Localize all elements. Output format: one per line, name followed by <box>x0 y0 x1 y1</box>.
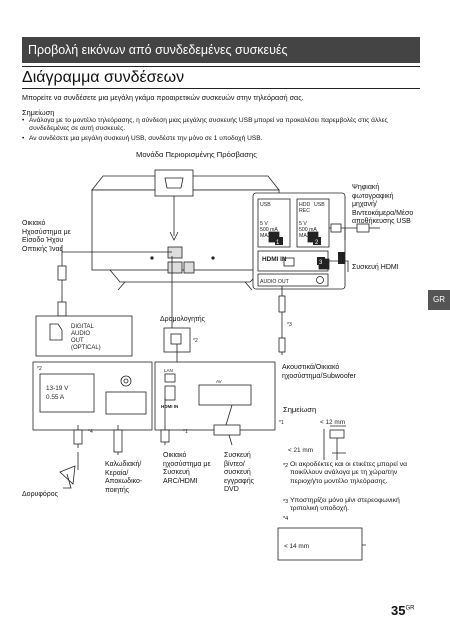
power-rating-label: 13-19 V <box>46 385 69 392</box>
intro-text: Μπορείτε να συνδέσετε μια μεγάλη γκάμα π… <box>22 93 304 102</box>
label-hdmi-device: Συσκευή HDMI <box>352 264 399 271</box>
notes-heading: Σημείωση <box>283 405 317 414</box>
hdmi-arc-label: HDMI IN <box>161 404 178 409</box>
audio-out-port-box <box>257 273 329 287</box>
note-bullet: •Αν συνδέσετε μια μεγάλη συσκευή USB, συ… <box>22 135 263 142</box>
tv-back-panel <box>91 189 280 271</box>
label-video-device: Συσκευή βίντεο/ συσκευή εγγραφής DVD <box>224 452 254 494</box>
tv-stand <box>117 281 253 291</box>
page-number: 35GR <box>391 603 415 618</box>
cam-arrow <box>169 196 179 241</box>
label-arc-system: Οικιακό ηχοσύστημα με Συσκευή ARC/HDMI <box>163 452 211 485</box>
dim-12mm: < 12 mm <box>320 419 345 426</box>
svg-text:AUDIO: AUDIO <box>71 331 90 337</box>
label-optical-audio-system: Οικιακό Ηχοσύστημα με Είσοδο Ήχου Οπτική… <box>22 220 71 253</box>
mark-2-diagram: *2 <box>37 366 42 372</box>
hdmi-cable <box>329 260 349 272</box>
port-num-3: 3 <box>319 260 323 266</box>
mark-3-hdmi: *3 <box>340 254 345 260</box>
cam-module <box>154 169 194 197</box>
divider <box>22 88 420 89</box>
divider <box>22 66 420 67</box>
power-port-box <box>39 373 95 413</box>
usb2-label: HDD <box>299 202 310 208</box>
dim-21mm: < 21 mm <box>288 447 313 454</box>
mark-1-arc: *1 <box>183 429 188 435</box>
note-text-3: Υποστηρίζει μόνο μίνι στερεοφωνική τριπο… <box>290 497 400 513</box>
usb1-label: USB <box>260 202 271 208</box>
scart-port <box>198 384 252 406</box>
svg-text:MAX: MAX <box>260 233 272 239</box>
av-label: AV <box>216 379 222 384</box>
port-num-1: 1 <box>276 240 280 246</box>
satellite-dish-icon <box>59 465 76 485</box>
svg-text:5 V: 5 V <box>260 221 268 227</box>
audio-out-label: AUDIO OUT <box>260 279 290 285</box>
note-mark-1: *1 <box>279 420 284 426</box>
svg-text:MAX: MAX <box>299 233 311 239</box>
svg-text:USB: USB <box>314 202 325 208</box>
label-restricted-access: Μονάδα Περιορισμένης Πρόσβασης <box>136 150 257 159</box>
mark-3-audio: *3 <box>287 322 292 328</box>
port-number-tags <box>275 237 345 265</box>
note-mark-2: *2 <box>283 463 289 469</box>
note-text-2: Οι ακροδέκτες και οι ετικέτες μπορεί να … <box>290 461 408 485</box>
lan-label: LAN <box>164 368 173 373</box>
svg-text:500 mA: 500 mA <box>299 227 317 233</box>
language-tab: GR <box>428 290 450 310</box>
page-title: Διάγραμμα συνδέσεων <box>22 69 185 86</box>
note-bullet: •Ανάλογα με το μοντέλο τηλεόρασης, η σύν… <box>22 117 388 132</box>
label-satellite: Δορυφόρος <box>22 491 59 498</box>
svg-text:OUT: OUT <box>71 338 84 344</box>
svg-text:0.55 A: 0.55 A <box>46 394 65 401</box>
note-mark-4: *4 <box>283 516 289 522</box>
mark-4-satellite: *4 <box>88 429 93 435</box>
label-audio-subwoofer: Ακουστικά/Οικιακό ηχοσύστημα/Subwoofer <box>282 364 356 380</box>
svg-text:(OPTICAL): (OPTICAL) <box>71 345 101 351</box>
section-banner: Προβολή εικόνων από συνδεδεμένες συσκευέ… <box>22 37 420 63</box>
label-usb-devices: Ψηφιακή φωτογραφική μηχανή/ Βιντεοκάμερα… <box>352 184 414 226</box>
port-num-2: 2 <box>315 240 319 246</box>
label-router: Δρομολογητής <box>160 316 206 323</box>
svg-text:500 mA: 500 mA <box>260 227 278 233</box>
dim-14mm: < 14 mm <box>284 543 309 550</box>
digital-audio-box <box>35 315 133 357</box>
svg-text:REC: REC <box>299 208 310 214</box>
note-mark-3: *3 <box>283 499 289 505</box>
mark-2-router: *2 <box>193 338 198 344</box>
hdmi-in-label: HDMI IN <box>262 256 287 263</box>
label-cable-antenna: Καλωδιακή/ Κεραία/ Αποκωδικο-ποιητής <box>105 461 143 494</box>
svg-text:5 V: 5 V <box>299 221 307 227</box>
note-heading: Σημείωση <box>22 108 55 117</box>
digital-audio-label: DIGITAL <box>71 324 95 330</box>
